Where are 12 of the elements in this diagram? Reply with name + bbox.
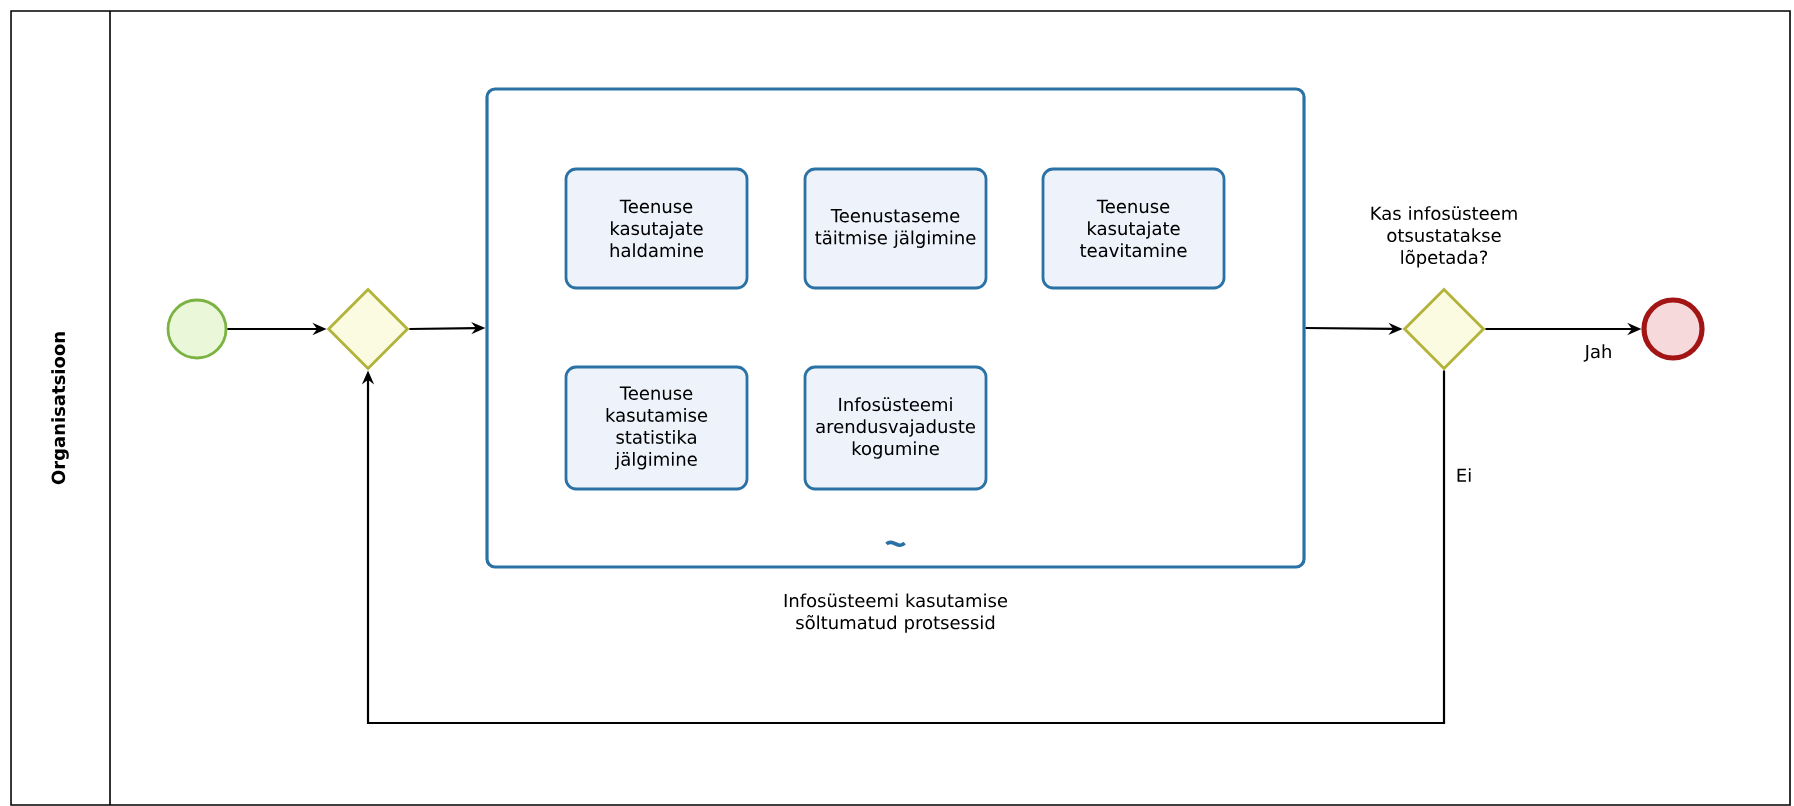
- sequence-arrow: [361, 370, 1446, 725]
- end-event-circle: [1641, 297, 1705, 361]
- task-box: Infosüsteemi arendusvajaduste kogumine: [803, 365, 988, 491]
- task-box: Teenustaseme täitmise jälgimine: [803, 167, 988, 290]
- task-box: Teenuse kasutajate haldamine: [564, 167, 749, 290]
- edge-label: Jah: [1582, 342, 1615, 364]
- task-box: Teenuse kasutajate teavitamine: [1041, 167, 1226, 290]
- edge-label: Ei: [1453, 466, 1475, 484]
- subprocess-title: Infosüsteemi kasutamise sõltumatud protsessid: [784, 593, 1008, 633]
- start-event-circle: [166, 298, 228, 360]
- gateway-question: Kas infosüsteem otsustatakse lõpetada?: [1371, 206, 1517, 268]
- task-box: Teenuse kasutamise statistika jälgimine: [564, 365, 749, 491]
